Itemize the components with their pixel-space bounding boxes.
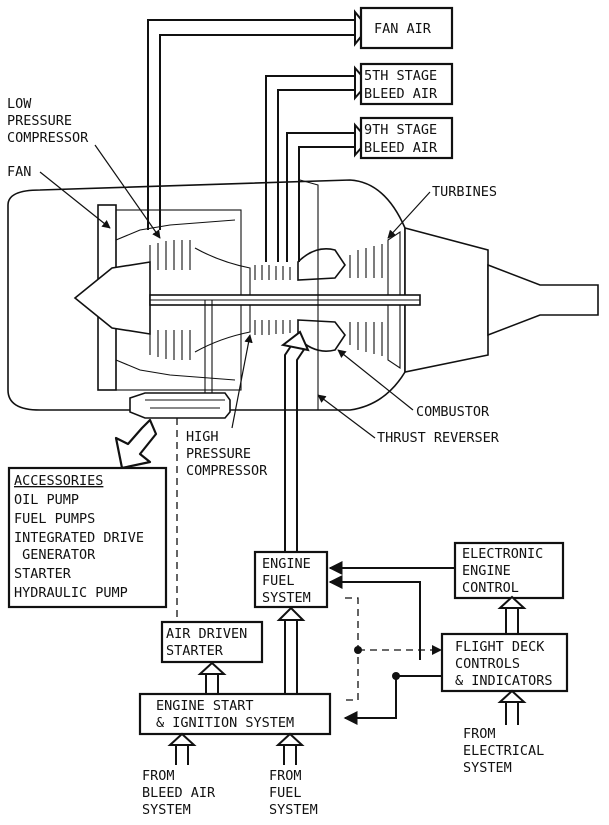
diagram-label-line: SYSTEM	[142, 802, 191, 818]
fuel-supply-line	[280, 330, 310, 552]
diagram-label-line: THRUST REVERSER	[377, 430, 500, 446]
label-from-electrical: FROM ELECTRICAL SYSTEM	[463, 726, 544, 776]
diagram-label-line: FROM	[142, 768, 175, 784]
engine-start-ignition-box: ENGINE START & IGNITION SYSTEM	[138, 692, 332, 736]
diagram-label-line: FROM	[269, 768, 302, 784]
diagram-label-line: FROM	[463, 726, 496, 742]
diagram-label-line: BLEED AIR	[142, 785, 216, 801]
turbine-blades	[349, 244, 383, 356]
stage5-bleed-box: 5TH STAGE BLEED AIR	[359, 62, 454, 106]
diagram-label-line: HIGH	[186, 429, 219, 445]
diagram-label-line: COMPRESSOR	[186, 463, 268, 479]
engine-fuel-system-box: ENGINE FUEL SYSTEM	[253, 550, 329, 609]
label-turbines: TURBINES	[387, 184, 497, 239]
diagram-label-line: FUEL	[269, 785, 302, 801]
stage9-bleed-box: 9TH STAGE BLEED AIR	[359, 116, 454, 160]
air-driven-starter-box: AIR DRIVEN STARTER	[160, 620, 264, 664]
label-from-bleed-air: FROM BLEED AIR SYSTEM	[142, 768, 216, 818]
diagram-label-line: ELECTRONIC	[462, 546, 543, 562]
label-high-pressure-compressor: HIGH PRESSURE COMPRESSOR	[186, 334, 268, 479]
diagram-label-line: FLIGHT DECK	[455, 639, 545, 655]
diagram-label-line: PRESSURE	[186, 446, 251, 462]
diagram-label-line: SYSTEM	[269, 802, 318, 818]
accessory-oil-pump: OIL PUMP	[14, 492, 79, 508]
diagram-label-line: ELECTRICAL	[463, 743, 544, 759]
accessory-idg: INTEGRATED DRIVE	[14, 530, 144, 546]
diagram-label-line: SYSTEM	[262, 590, 311, 606]
diagram-label-line: & IGNITION SYSTEM	[156, 715, 294, 731]
combustor-chamber	[297, 248, 346, 281]
bleed-air-to-ignition-arrow	[167, 732, 197, 765]
diagram-label-line: COMBUSTOR	[416, 404, 490, 420]
stage5-line2: BLEED AIR	[364, 86, 438, 102]
label-fan: FAN	[7, 164, 111, 229]
diagram-label-line: ENGINE	[262, 556, 311, 572]
flight-deck-controls-box: FLIGHT DECK CONTROLS & INDICATORS	[440, 632, 569, 693]
diagram-label-line: CONTROLS	[455, 656, 520, 672]
diagram-label-line: LOW	[7, 96, 32, 112]
accessory-gearbox	[129, 392, 231, 419]
diagram-label-line: AIR DRIVEN	[166, 626, 247, 642]
label-low-pressure-compressor: LOW PRESSURE COMPRESSOR	[7, 96, 161, 239]
fan-air-box: FAN AIR	[359, 6, 454, 50]
label-combustor: COMBUSTOR	[337, 349, 490, 420]
diagram-label-line: & INDICATORS	[455, 673, 553, 689]
accessory-starter: STARTER	[14, 566, 72, 582]
ignition-to-starter-hollow-arrow	[197, 661, 227, 694]
label-from-fuel: FROM FUEL SYSTEM	[269, 768, 318, 818]
accessories-hollow-arrow	[114, 418, 158, 470]
stage9-line1: 9TH STAGE	[364, 122, 437, 138]
thrust-reverser-panel	[299, 179, 319, 411]
diagram-label-line: FUEL	[262, 573, 295, 589]
core-cowl	[404, 226, 489, 373]
fd-to-ignition-line	[343, 675, 442, 725]
lp-compressor-blades	[149, 240, 191, 360]
fan-air-label: FAN AIR	[374, 21, 432, 37]
accessory-generator: GENERATOR	[14, 547, 96, 563]
diagram-label-line: TURBINES	[432, 184, 497, 200]
fd-to-eec-hollow-arrow	[497, 595, 527, 634]
fuel-to-ignition-arrow	[275, 732, 305, 765]
ignition-to-fuel-hollow-arrow	[276, 606, 306, 694]
stage9-line2: BLEED AIR	[364, 140, 438, 156]
accessories-title: ACCESSORIES	[14, 473, 103, 489]
diagram-label-line: ENGINE	[462, 563, 511, 579]
diagram-label-line: ENGINE START	[156, 698, 254, 714]
hp-compressor-blades	[254, 265, 291, 335]
diagram-label-line: COMPRESSOR	[7, 130, 89, 146]
accessories-box: ACCESSORIES OIL PUMP FUEL PUMPS INTEGRAT…	[7, 466, 168, 609]
diagram-label-line: STARTER	[166, 643, 224, 659]
electronic-engine-control-box: ELECTRONIC ENGINE CONTROL	[453, 541, 565, 600]
stage5-line1: 5TH STAGE	[364, 68, 437, 84]
accessory-hydraulic-pump: HYDRAULIC PUMP	[14, 585, 128, 601]
exhaust-nozzle	[487, 263, 599, 337]
engine-cross-section	[7, 179, 599, 419]
diagram-label-line: CONTROL	[462, 580, 519, 596]
label-thrust-reverser: THRUST REVERSER	[317, 394, 500, 446]
diagram-label-line: PRESSURE	[7, 113, 72, 129]
diagram-label-line: FAN	[7, 164, 31, 180]
accessory-fuel-pumps: FUEL PUMPS	[14, 511, 95, 527]
electrical-to-fd-hollow-arrow	[497, 689, 527, 725]
diagram-label-line: SYSTEM	[463, 760, 512, 776]
